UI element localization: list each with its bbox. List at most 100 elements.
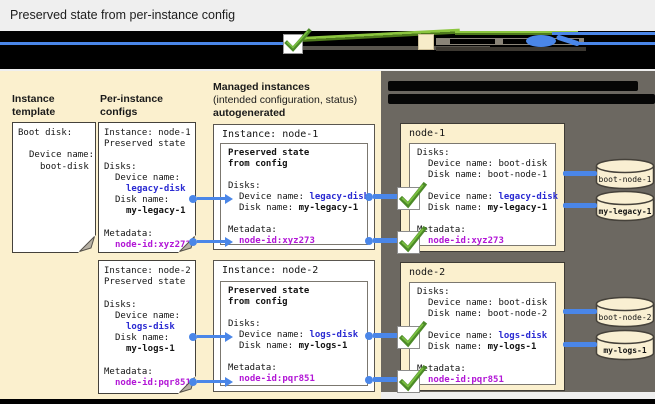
disk-name-value: my-logs-1 — [126, 344, 175, 355]
instance-label: Instance: node-1 — [104, 128, 191, 138]
disk-name-value: my-legacy-1 — [487, 203, 548, 213]
disk-name-value: my-legacy-1 — [126, 206, 186, 217]
config-to-managed-arrow — [189, 376, 233, 387]
instance-label: Instance: node-2 — [104, 266, 191, 276]
blue-connector-line-icon — [0, 42, 283, 45]
arrowhead-icon — [225, 236, 233, 247]
disk-name-label: Disk name: — [428, 309, 483, 319]
device-name-value: logs-disk — [498, 331, 548, 341]
disks-label: Disks: — [104, 161, 137, 172]
connector-dot — [189, 377, 197, 386]
vm-instance-box-node-2: node-2 Disks: Device name: boot-disk Dis… — [400, 262, 565, 391]
arrowhead-icon — [225, 376, 233, 387]
gray-flow-arrow-icon — [436, 47, 586, 51]
connector-dot — [365, 375, 373, 384]
column-header-per-instance-configs: Per-instance configs — [100, 93, 163, 119]
device-name-value: legacy-disk — [498, 192, 559, 202]
device-name-label: Device name: — [428, 192, 494, 202]
disk-cylinder-my-legacy-1: my-legacy-1 — [595, 190, 655, 222]
managed-to-vm-connector — [365, 236, 398, 245]
disk-label: my-legacy-1 — [599, 207, 652, 216]
preserved-state-label: from config — [228, 297, 288, 307]
metadata-value: node-id:xyz273 — [428, 236, 504, 246]
header-line: Instance — [12, 93, 55, 105]
device-name-label: Device name: — [29, 150, 95, 161]
obscured-panel-header-line — [388, 81, 638, 91]
disk-name-value: my-logs-1 — [298, 341, 348, 351]
metadata-label: Metadata: — [104, 366, 153, 377]
disk-name-value: boot-node-1 — [487, 170, 548, 180]
vm-instance-title: node-2 — [409, 267, 446, 278]
disks-label: Disks: — [228, 181, 261, 191]
vm-to-disk-connector — [563, 342, 597, 347]
metadata-label: Metadata: — [104, 228, 153, 239]
blue-connector-line-icon — [572, 42, 655, 45]
vm-to-disk-connector — [563, 203, 597, 208]
state-label: Preserved state — [104, 139, 186, 150]
per-instance-config-doc-node-1: Instance: node-1 Preserved state Disks: … — [98, 122, 196, 253]
metadata-label: Metadata: — [228, 225, 277, 235]
arrowhead-icon — [225, 193, 233, 204]
vm-to-disk-connector — [563, 171, 597, 176]
page-title: Preserved state from per-instance config — [10, 8, 236, 22]
disk-name-value: my-logs-1 — [487, 342, 537, 352]
disk-name-value: my-legacy-1 — [298, 203, 359, 213]
gray-flow-arrow-icon — [303, 46, 490, 50]
status-check-icon — [283, 28, 312, 54]
metadata-label: Metadata: — [417, 364, 466, 374]
managed-to-vm-connector — [365, 192, 398, 201]
preserved-state-label: from config — [228, 159, 288, 169]
disk-name-label: Disk name: — [239, 203, 294, 213]
config-to-managed-arrow — [189, 236, 233, 247]
connector-dot — [189, 194, 197, 203]
disk-label: boot-node-1 — [599, 175, 652, 184]
disk-label: my-logs-1 — [603, 346, 647, 355]
green-apply-arrow-icon — [455, 31, 578, 35]
status-check-icon — [397, 181, 428, 210]
metadata-value: node-id:xyz273 — [115, 239, 191, 250]
disk-name-label: Disk name: — [115, 333, 170, 344]
disk-cylinder-boot-node-2: boot-node-2 — [595, 296, 655, 328]
metadata-value: node-id:xyz273 — [239, 236, 315, 246]
device-name-label: Device name: — [239, 192, 305, 202]
disk-name-label: Disk name: — [428, 170, 483, 180]
managed-instance-box-node-1: Instance: node-1 Preserved state from co… — [213, 124, 375, 250]
device-name-value: boot-disk — [498, 298, 548, 308]
disk-name-label: Disk name: — [115, 195, 170, 206]
header-line: configs — [100, 106, 138, 118]
obscured-legend-text — [450, 39, 495, 44]
device-name-label: Device name: — [115, 172, 181, 183]
status-check-icon — [397, 225, 428, 254]
metadata-value: node-id:pqr851 — [428, 375, 504, 385]
header-line: Per-instance — [100, 93, 164, 105]
template-swatch-icon — [418, 34, 434, 50]
device-name-value: boot-disk — [498, 159, 548, 169]
status-check-icon — [397, 320, 428, 349]
device-name-label: Device name: — [428, 298, 494, 308]
column-header-instance-template: Instance template — [12, 93, 55, 119]
instance-template-doc: Boot disk: Device name: boot-disk — [12, 122, 96, 253]
disks-label: Disks: — [104, 299, 137, 310]
metadata-value: node-id:pqr851 — [239, 374, 315, 384]
preserved-state-oval-icon — [526, 35, 556, 47]
blue-connector-line-icon — [552, 32, 655, 35]
device-name-label: Device name: — [428, 331, 494, 341]
connector-dot — [365, 192, 373, 201]
config-to-managed-arrow — [189, 331, 233, 342]
disk-name-label: Disk name: — [239, 341, 294, 351]
preserved-state-label: Preserved state — [228, 286, 310, 296]
disk-cylinder-my-logs-1: my-logs-1 — [595, 329, 655, 361]
disks-label: Disks: — [228, 319, 261, 329]
connector-dot — [189, 332, 197, 341]
per-instance-config-doc-node-2: Instance: node-2 Preserved state Disks: … — [98, 260, 196, 394]
status-check-icon — [397, 364, 428, 393]
device-name-value: logs-disk — [309, 330, 359, 340]
legend-band — [0, 28, 655, 69]
device-name-value: boot-disk — [40, 161, 89, 172]
preserved-state-label: Preserved state — [228, 148, 310, 158]
header-line: template — [12, 106, 56, 118]
connector-dot — [189, 237, 197, 246]
bottom-strip — [0, 399, 655, 404]
device-name-label: Device name: — [239, 330, 305, 340]
